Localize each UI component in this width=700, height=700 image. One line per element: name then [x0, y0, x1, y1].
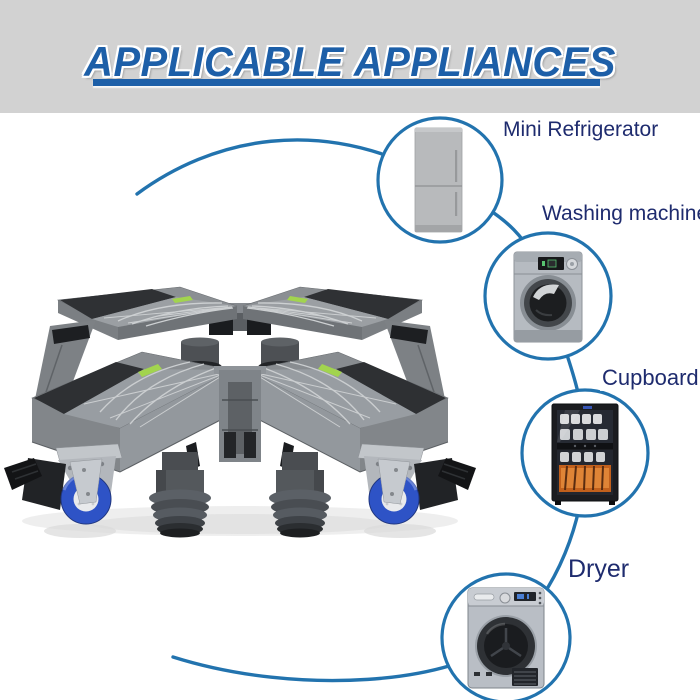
title-underline — [93, 79, 600, 86]
bubble-mini-refrigerator — [376, 116, 504, 244]
appliance-roller-base-icon — [4, 285, 478, 539]
base-right-half — [241, 285, 478, 539]
bubble-washing-machine — [483, 231, 613, 361]
label-washing-machine: Washing machine — [540, 202, 700, 226]
bubble-dryer — [440, 572, 572, 700]
level-indicator-green — [138, 364, 162, 377]
mini-refrigerator-icon — [414, 127, 463, 233]
base-front-foot — [149, 452, 211, 538]
page-title: APPLICABLE APPLIANCES — [84, 38, 616, 85]
label-mini-refrigerator: Mini Refrigerator — [501, 118, 661, 142]
base-center-front-column — [214, 366, 266, 462]
connector-chain — [135, 138, 587, 683]
cupboard-icon — [551, 403, 619, 505]
level-indicator-green — [172, 296, 193, 303]
brake-lever — [4, 458, 42, 490]
dryer-icon — [467, 587, 545, 689]
label-cupboard: Cupboard — [600, 365, 700, 391]
washing-machine-icon — [513, 251, 583, 343]
caster-wheel-left — [4, 443, 123, 525]
base-side-rail-left — [34, 320, 96, 404]
header-banner: APPLICABLE APPLIANCES — [0, 0, 700, 113]
base-left-half — [4, 286, 238, 538]
bubble-cupboard — [520, 388, 650, 518]
label-dryer: Dryer — [566, 555, 632, 584]
base-corner-plate-back-left — [56, 286, 238, 340]
